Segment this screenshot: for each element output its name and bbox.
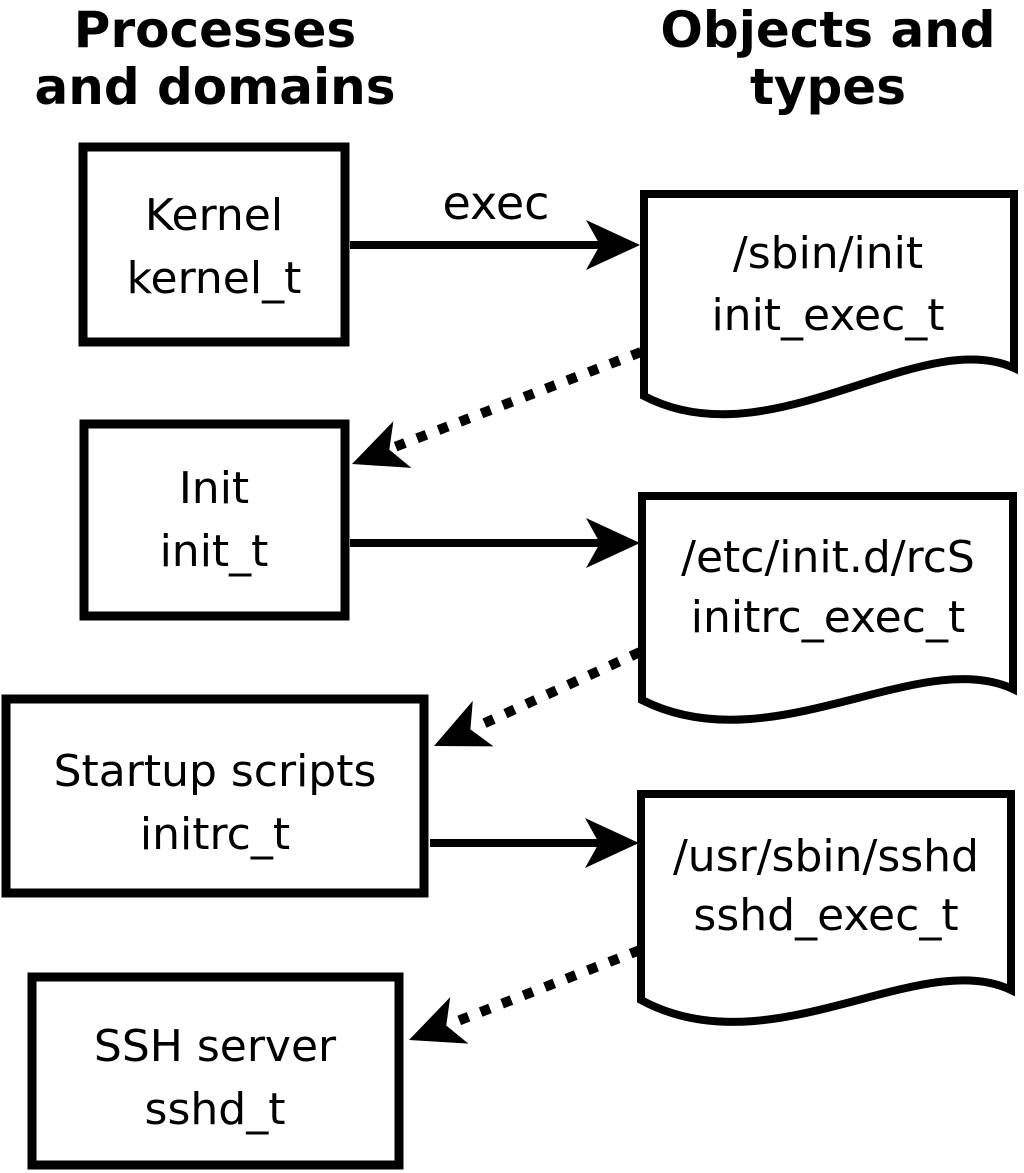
object-path: /usr/sbin/sshd: [673, 831, 979, 882]
arrow-head: [586, 518, 640, 568]
process-node-init: Init init_t: [79, 419, 350, 621]
process-domain-type: kernel_t: [127, 253, 302, 304]
object-node-sbin-init: /sbin/init init_exec_t: [640, 190, 1018, 419]
object-type: sshd_exec_t: [693, 890, 958, 941]
object-type: initrc_exec_t: [691, 592, 965, 643]
process-domain-type: initrc_t: [140, 809, 290, 860]
right-header-line1: Objects and: [660, 1, 995, 59]
object-type: init_exec_t: [711, 290, 944, 341]
document-shape: [638, 492, 1017, 724]
dotted-arrow-line: [448, 945, 642, 1029]
process-domain-type: sshd_t: [145, 1084, 286, 1135]
right-column-header: Objects and types: [660, 1, 995, 116]
transition-arrow-sshd-to-ssh-server: [409, 945, 642, 1044]
left-column-header: Processes and domains: [34, 1, 395, 116]
arrow-head: [585, 818, 639, 868]
dotted-arrow-line: [390, 347, 643, 453]
process-label: Init: [179, 463, 249, 514]
process-box-startup-scripts: [1, 694, 429, 898]
object-node-usr-sbin-sshd: /usr/sbin/sshd sshd_exec_t: [637, 790, 1015, 1026]
object-node-etc-initd-rcs: /etc/init.d/rcS initrc_exec_t: [638, 492, 1017, 724]
arrow-head: [409, 997, 469, 1044]
exec-arrow-init-to-rcs: [350, 518, 640, 568]
object-path: /sbin/init: [733, 228, 923, 279]
exec-arrow-label: exec: [443, 176, 550, 230]
process-label: Kernel: [145, 190, 283, 241]
process-box-ssh-server: [27, 972, 404, 1170]
arrow-head: [352, 421, 412, 468]
document-shape: [640, 190, 1018, 419]
transition-arrow-sbin-init-to-init: [352, 347, 643, 468]
left-header-line1: Processes: [74, 1, 356, 59]
left-header-line2: and domains: [34, 58, 395, 116]
process-domain-type: init_t: [160, 526, 269, 577]
process-label: Startup scripts: [54, 746, 377, 797]
document-shape: [637, 790, 1015, 1026]
object-path: /etc/init.d/rcS: [681, 532, 975, 583]
arrow-head: [434, 700, 494, 747]
process-box-init: [79, 419, 350, 621]
process-node-ssh-server: SSH server sshd_t: [27, 972, 404, 1170]
transition-arrow-rcs-to-startup-scripts: [434, 647, 643, 747]
exec-arrow-startup-to-sshd: [430, 818, 639, 868]
process-box-kernel: [78, 142, 350, 347]
right-header-line2: types: [750, 58, 906, 116]
dotted-arrow-line: [471, 647, 643, 733]
exec-arrow-kernel-to-sbin-init: exec: [350, 176, 640, 270]
arrow-head: [586, 220, 640, 270]
process-node-kernel: Kernel kernel_t: [78, 142, 350, 347]
process-node-startup-scripts: Startup scripts initrc_t: [1, 694, 429, 898]
process-label: SSH server: [94, 1021, 337, 1072]
